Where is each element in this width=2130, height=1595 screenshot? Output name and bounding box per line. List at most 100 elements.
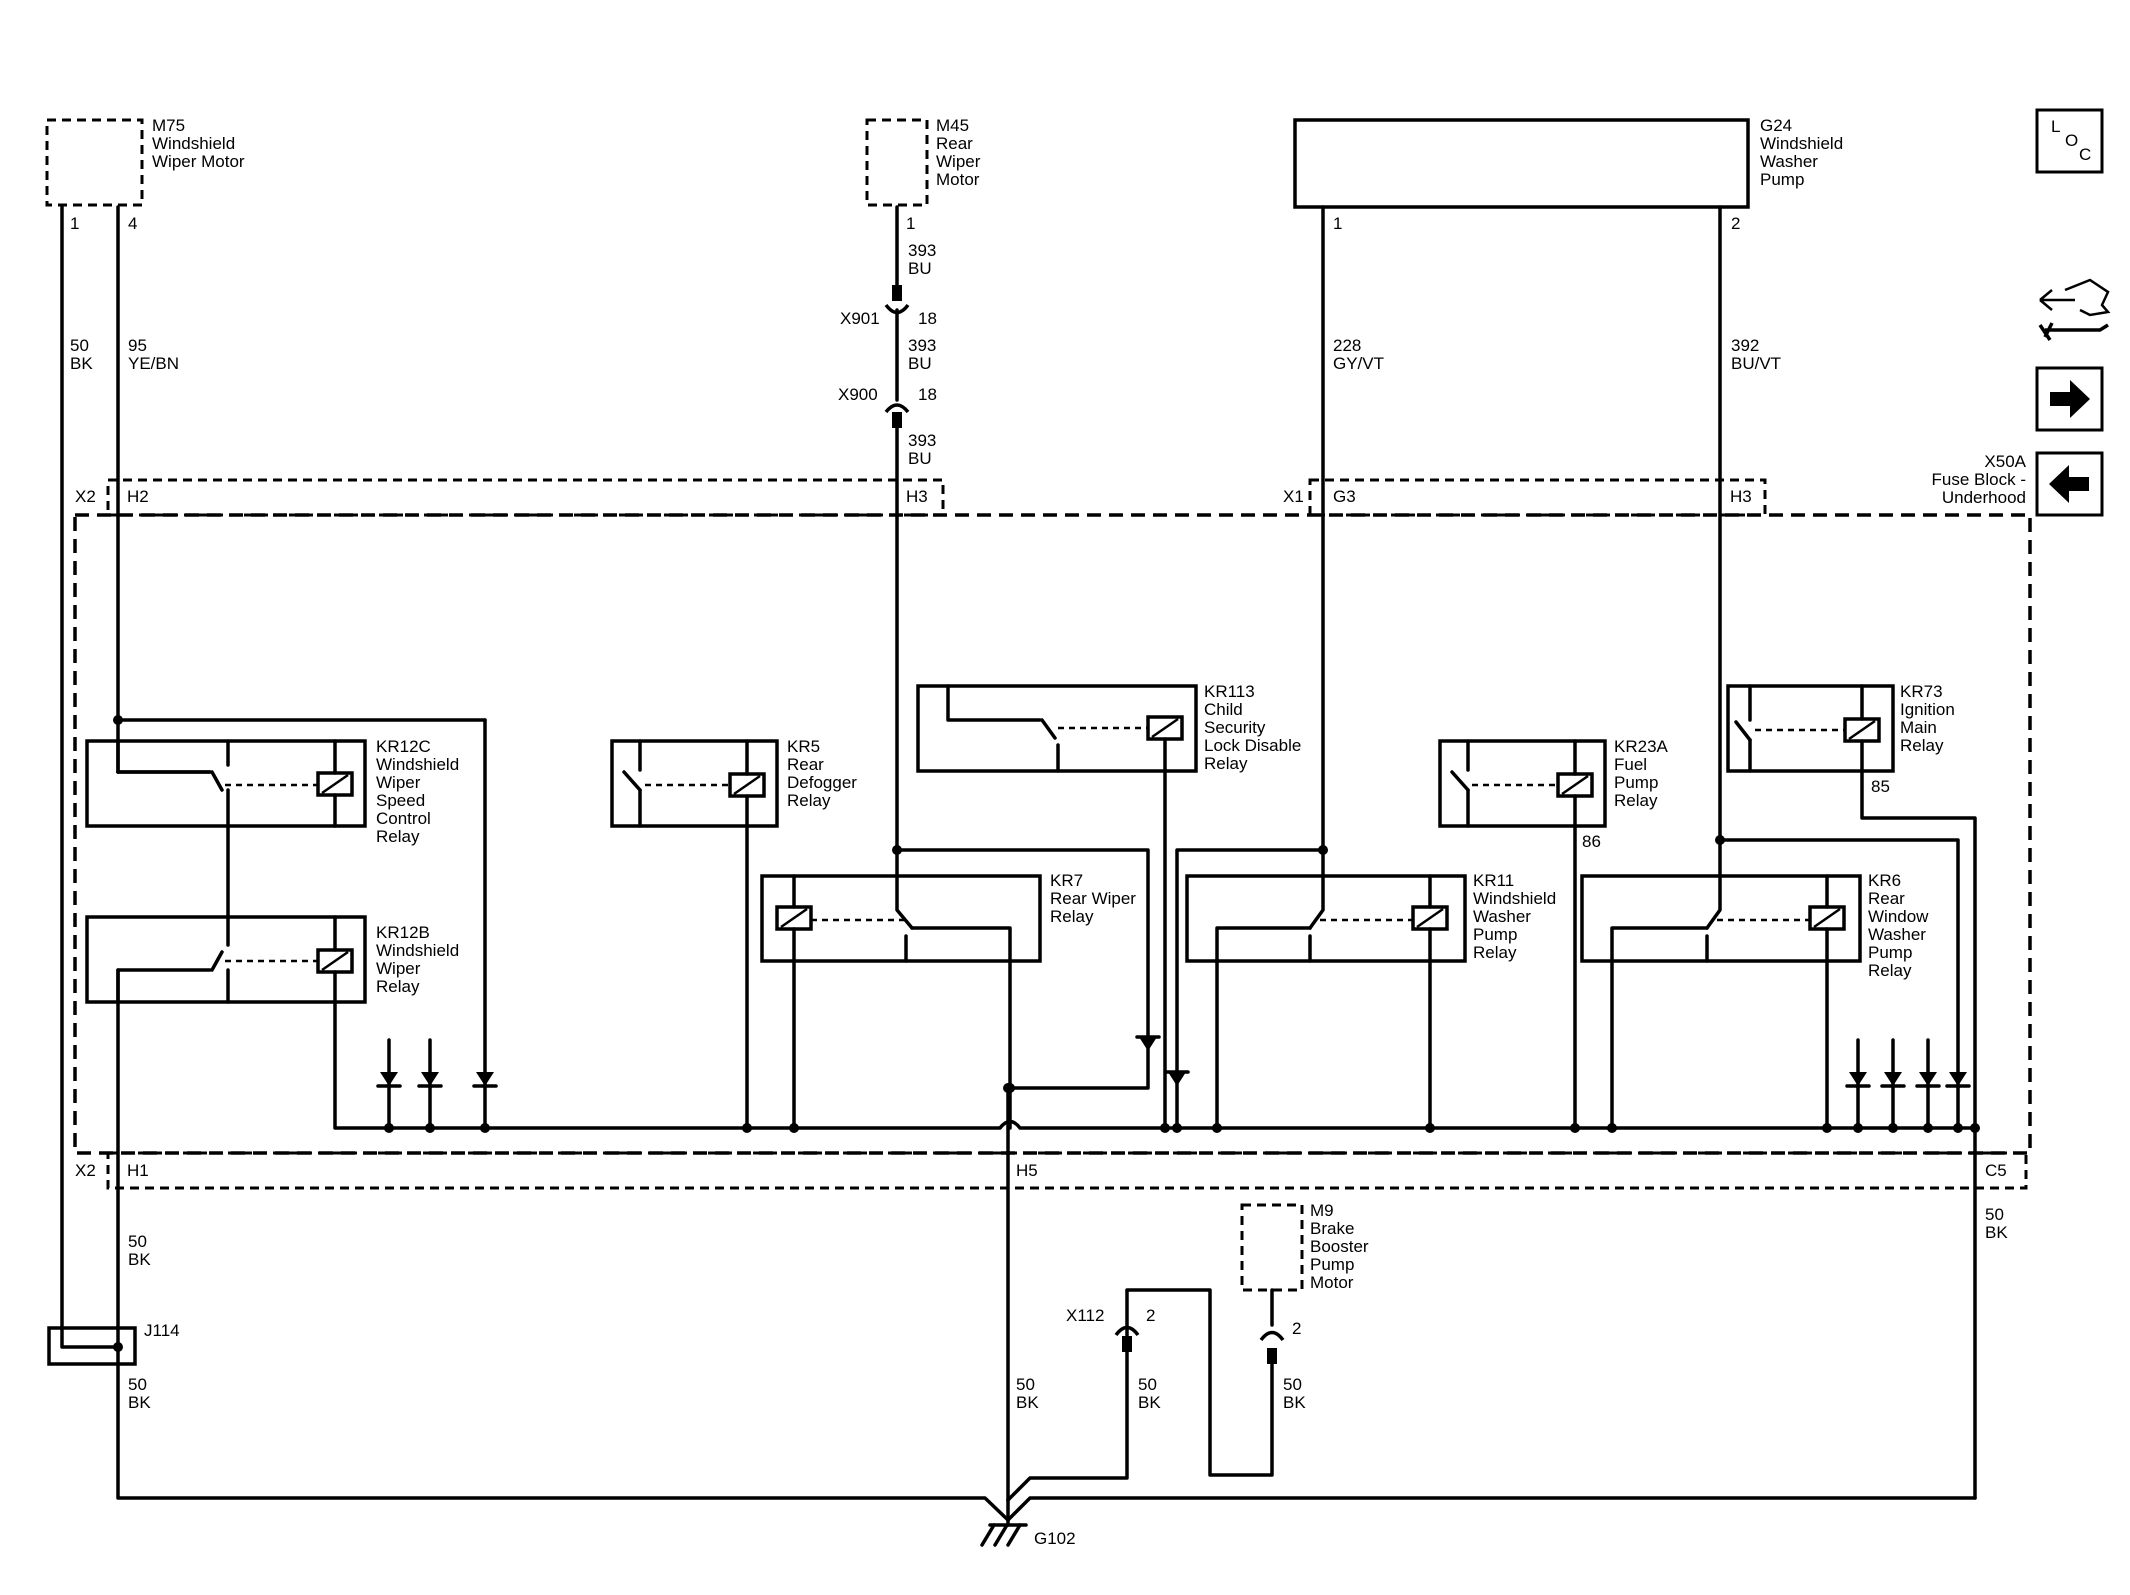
m9-name-1: Brake (1310, 1219, 1354, 1238)
ground-bus (333, 1000, 1977, 1130)
kr6-name-3: Washer (1868, 925, 1926, 944)
relay-kr12b: KR12B Windshield Wiper Relay (85, 915, 459, 1004)
m9-name-3: Pump (1310, 1255, 1354, 1274)
kr73-name-1: Ignition (1900, 700, 1955, 719)
fuse-block-x50a: X50A Fuse Block - Underhood (73, 452, 2032, 1190)
kr23a-name-2: Pump (1614, 773, 1658, 792)
wire-kr7-feed (895, 848, 1150, 1090)
kr12c-id: KR12C (376, 737, 431, 756)
m9-id: M9 (1310, 1201, 1334, 1220)
wire-50-bk-left (60, 205, 120, 1349)
kr12c-name-5: Relay (376, 827, 420, 846)
kr73-pin-85: 85 (1871, 777, 1890, 796)
m45-name-2: Wiper (936, 152, 981, 171)
wire-c5-num: 50 (1985, 1205, 2004, 1224)
m75-id: M75 (152, 116, 185, 135)
loc-icon[interactable]: L O C (2035, 108, 2104, 174)
m45-name-1: Rear (936, 134, 973, 153)
h3-right-pin: H3 (1730, 487, 1752, 506)
kr113-id: KR113 (1204, 682, 1255, 701)
kr73-name-2: Main (1900, 718, 1937, 737)
connector-tools-icon[interactable] (2038, 278, 2111, 341)
kr12c-name-2: Wiper (376, 773, 421, 792)
m45-rear-wiper-motor: M45 Rear Wiper Motor 1 (865, 116, 981, 233)
wire-ground-left (116, 1345, 1010, 1522)
wire-95-num: 95 (128, 336, 147, 355)
loc-icon-c: C (2079, 145, 2091, 164)
kr12b-name-1: Windshield (376, 941, 459, 960)
x1-id: X1 (1283, 487, 1304, 506)
kr6-name-4: Pump (1868, 943, 1912, 962)
diodes (376, 1035, 1971, 1130)
loc-icon-l: L (2051, 117, 2060, 136)
wire-393-a-num: 393 (908, 241, 936, 260)
wire-392-num: 392 (1731, 336, 1759, 355)
wire-50-bk-left-num: 50 (70, 336, 89, 355)
x2-bottom-pin: H1 (127, 1161, 149, 1180)
wire-c5-color: BK (1985, 1223, 2008, 1242)
kr11-id: KR11 (1473, 871, 1514, 890)
wire-x112-num: 50 (1138, 1375, 1157, 1394)
loc-icon-o: O (2065, 131, 2078, 150)
relay-kr113: KR113 Child Security Lock Disable Relay (916, 682, 1301, 1130)
kr73-name-3: Relay (1900, 736, 1944, 755)
kr5-name-1: Rear (787, 755, 824, 774)
relay-kr73: KR73 Ignition Main Relay 85 (1726, 682, 1977, 1500)
x112-pin: 2 (1146, 1306, 1155, 1325)
wire-ground-right (1006, 1496, 1977, 1522)
g24-pin-1: 1 (1333, 214, 1342, 233)
wire-m9-color: BK (1283, 1393, 1306, 1412)
m9-brake-booster-pump-motor: M9 Brake Booster Pump Motor 2 50 BK (1240, 1201, 1369, 1412)
kr11-name-3: Pump (1473, 925, 1517, 944)
wire-393-c-num: 393 (908, 431, 936, 450)
wire-h5-color: BK (1016, 1393, 1039, 1412)
relay-kr23a: KR23A Fuel Pump Relay 86 (1438, 737, 1669, 1130)
x901-pin: 18 (918, 309, 937, 328)
relay-kr12c: KR12C Windshield Wiper Speed Control Rel… (85, 737, 459, 846)
wire-j114-color: BK (128, 1393, 151, 1412)
kr12c-name-4: Control (376, 809, 431, 828)
m75-name-1: Windshield (152, 134, 235, 153)
wire-393-c-color: BU (908, 449, 932, 468)
g24-pin-2: 2 (1731, 214, 1740, 233)
j114-id: J114 (144, 1321, 180, 1340)
m9-pin-2: 2 (1292, 1319, 1301, 1338)
wire-228-kr11-branch (1175, 848, 1325, 1130)
kr6-name-5: Relay (1868, 961, 1912, 980)
right-arrow-icon[interactable] (2035, 366, 2104, 432)
m75-name-2: Wiper Motor (152, 152, 245, 171)
wire-393-a-color: BU (908, 259, 932, 278)
wire-h1-color: BK (128, 1250, 151, 1269)
x50a-id: X50A (1984, 452, 2026, 471)
g24-windshield-washer-pump: G24 Windshield Washer Pump 1 2 (1293, 116, 1843, 233)
kr23a-name-1: Fuel (1614, 755, 1647, 774)
x2-top-id: X2 (75, 487, 96, 506)
relay-kr7: KR7 Rear Wiper Relay (760, 848, 1136, 1130)
kr5-id: KR5 (787, 737, 820, 756)
kr113-name-2: Security (1204, 718, 1266, 737)
x1-pin: G3 (1333, 487, 1356, 506)
wire-393-b-color: BU (908, 354, 932, 373)
kr23a-name-3: Relay (1614, 791, 1658, 810)
x50a-name-1: Fuse Block - (1932, 470, 2026, 489)
x900-pin: 18 (918, 385, 937, 404)
wire-x112-color: BK (1138, 1393, 1161, 1412)
kr6-name-1: Rear (1868, 889, 1905, 908)
left-arrow-icon[interactable] (2035, 451, 2104, 517)
m9-name-2: Booster (1310, 1237, 1369, 1256)
wire-228-num: 228 (1333, 336, 1361, 355)
kr12b-name-3: Relay (376, 977, 420, 996)
kr12b-id: KR12B (376, 923, 430, 942)
kr11-name-1: Windshield (1473, 889, 1556, 908)
j114-splice: J114 (47, 1321, 180, 1366)
kr11-name-4: Relay (1473, 943, 1517, 962)
g24-id: G24 (1760, 116, 1792, 135)
kr113-name-1: Child (1204, 700, 1243, 719)
wire-h5-num: 50 (1016, 1375, 1035, 1394)
kr12c-name-1: Windshield (376, 755, 459, 774)
kr12b-name-2: Wiper (376, 959, 421, 978)
relay-kr5: KR5 Rear Defogger Relay (610, 737, 857, 1130)
kr12c-name-3: Speed (376, 791, 425, 810)
x2-top-pin: H2 (127, 487, 149, 506)
x900-connector: X900 18 (838, 385, 937, 428)
